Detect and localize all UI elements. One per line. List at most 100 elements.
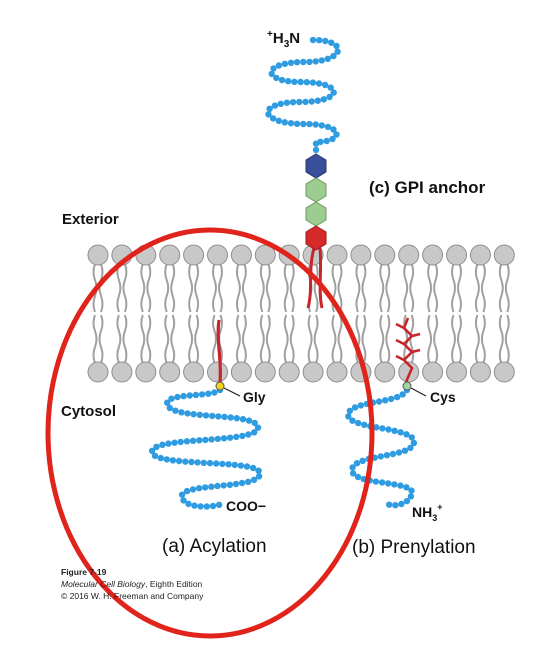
amino-acid-bead	[388, 395, 395, 403]
amino-acid-bead	[180, 497, 187, 504]
acyl-chain	[216, 319, 223, 383]
amino-acid-bead	[197, 503, 204, 510]
amino-acid-bead	[303, 79, 310, 86]
book-title: Molecular Cell Biology	[61, 579, 146, 589]
glycan-red-hexagon	[305, 225, 327, 251]
glycan-blue-hexagon	[305, 153, 327, 179]
amino-acid-bead	[251, 429, 258, 436]
amino-acid-bead	[323, 137, 330, 145]
coo-terminus-label: COO−	[226, 498, 266, 514]
amino-acid-bead	[346, 407, 354, 414]
amino-acid-bead	[300, 120, 307, 128]
amino-acid-bead	[399, 391, 406, 398]
gly-attachment-dot	[215, 381, 225, 391]
amino-acid-bead	[255, 473, 263, 480]
amino-acid-bead	[202, 412, 210, 419]
amino-acid-bead	[202, 436, 209, 444]
amino-acid-bead	[270, 65, 277, 72]
amino-acid-bead	[372, 478, 380, 485]
amino-acid-bead	[349, 470, 357, 477]
amino-acid-bead	[211, 389, 218, 396]
amino-acid-bead	[174, 393, 181, 401]
amino-acid-bead	[165, 440, 172, 447]
amino-acid-bead	[391, 481, 398, 488]
amino-acid-bead	[214, 435, 221, 443]
outer-phospholipid	[398, 244, 420, 313]
amino-acid-bead	[169, 457, 177, 464]
amino-acid-bead	[190, 411, 197, 418]
amino-acid-bead	[189, 437, 197, 444]
amino-acid-bead	[239, 432, 246, 440]
glycan-green-hexagon-2	[305, 201, 327, 227]
cys-label: Cys	[430, 389, 456, 405]
amino-acid-bead	[287, 59, 295, 66]
outer-phospholipid	[207, 244, 228, 313]
amino-acid-bead	[245, 478, 252, 485]
amino-acid-bead	[333, 42, 340, 50]
amino-acid-bead	[322, 37, 329, 45]
amino-acid-bead	[345, 413, 352, 420]
amino-acid-bead	[392, 502, 399, 509]
gpi-glycan	[305, 153, 327, 251]
amino-acid-bead	[250, 476, 258, 483]
amino-acid-bead	[194, 459, 201, 466]
inner-phospholipid	[302, 314, 324, 383]
outer-phospholipid	[183, 244, 205, 313]
amino-acid-bead	[171, 439, 178, 446]
cys-attachment-dot	[402, 381, 412, 391]
amino-acid-bead	[266, 105, 273, 113]
amino-acid-bead	[243, 463, 251, 470]
amino-acid-bead	[148, 447, 156, 454]
inner-phospholipid	[374, 314, 396, 383]
outer-phospholipid	[254, 244, 276, 313]
amino-acid-bead	[215, 413, 222, 420]
amino-acid-bead	[200, 459, 207, 466]
amino-acid-bead	[312, 140, 320, 147]
inner-phospholipid	[493, 314, 515, 383]
amino-acid-bead	[330, 89, 337, 96]
amino-acid-bead	[281, 60, 289, 67]
amino-acid-bead	[321, 81, 329, 89]
amino-acid-bead	[157, 454, 164, 462]
figure-credit: Figure 7-19 Molecular Cell Biology, Eigh…	[61, 566, 203, 602]
amino-acid-bead	[231, 461, 238, 469]
amino-acid-bead	[183, 438, 191, 445]
lipid-bilayer	[87, 244, 515, 383]
amino-acid-bead	[359, 457, 366, 464]
amino-acid-bead	[291, 78, 298, 86]
amino-acid-bead	[153, 443, 160, 450]
amino-acid-bead	[349, 417, 356, 424]
amino-acid-bead	[373, 424, 380, 431]
amino-acid-bead	[183, 487, 191, 495]
amino-acid-bead	[386, 501, 393, 508]
figure-number: Figure 7-19	[61, 567, 107, 577]
amino-acid-bead	[273, 74, 280, 82]
amino-acid-bead	[182, 458, 189, 465]
inner-phospholipid	[422, 314, 444, 383]
amino-acid-bead	[245, 417, 253, 424]
amino-acid-bead	[330, 52, 337, 60]
amino-acid-bead	[318, 57, 325, 64]
glycan-green-hexagon-1	[305, 177, 327, 203]
gpi-anchor-label: (c) GPI anchor	[369, 178, 486, 197]
amino-acid-bead	[309, 36, 317, 44]
amino-acid-bead	[382, 397, 389, 404]
amino-acid-bead	[383, 452, 391, 459]
amino-acid-bead	[237, 462, 245, 469]
amino-acid-bead	[180, 392, 187, 400]
amino-acid-bead	[314, 97, 321, 104]
amino-acid-bead	[320, 96, 327, 103]
amino-acid-bead	[226, 434, 234, 441]
highlight-circle	[45, 227, 375, 639]
amino-acid-bead	[389, 450, 397, 458]
outer-phospholipid	[446, 244, 467, 313]
amino-acid-bead	[203, 503, 210, 510]
amino-acid-bead	[238, 479, 246, 487]
amino-acid-bead	[220, 435, 228, 442]
amino-acid-bead	[209, 502, 217, 510]
amino-acid-bead	[333, 131, 340, 138]
amino-acid-bead	[205, 390, 212, 397]
amino-acid-bead	[209, 412, 216, 420]
amino-acid-bead	[403, 497, 411, 505]
